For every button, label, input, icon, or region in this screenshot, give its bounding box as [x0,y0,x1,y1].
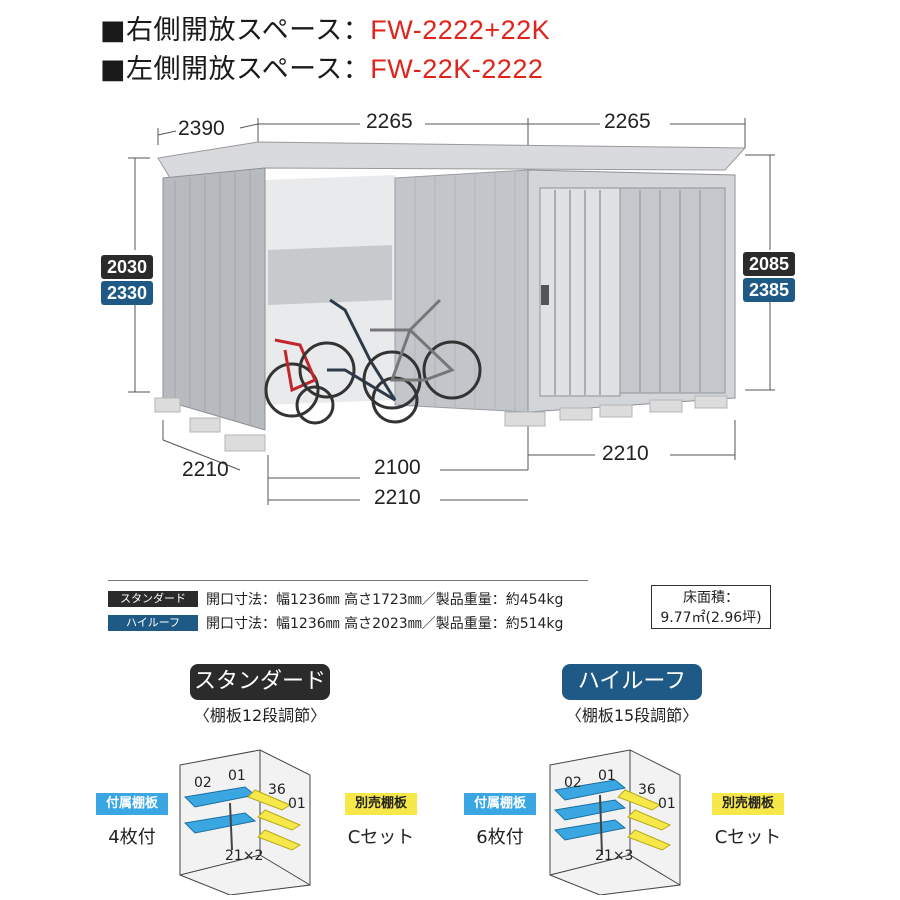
plan-high-note: 〈棚板15段調節〉 [565,706,699,725]
shelf-diagram-high [549,749,681,895]
spec-text-high: 開口寸法：幅1236㎜ 高さ2023㎜／製品重量：約514kg [206,616,564,632]
shelf-diagram-standard [179,749,311,895]
plan-standard-badge: スタンダード [190,664,330,700]
left-height-standard: 2030 [101,255,154,279]
dim-inner-width: 2100 [374,456,421,479]
left-open-title: ■左側開放スペース：FW-22K-2222 [100,47,543,86]
dim-outer-width: 2210 [374,486,421,509]
shed-illustration [128,118,775,505]
floor-area-box: 床面積： 9.77㎡(2.96坪) [651,585,771,629]
plan-high-badge: ハイルーフ [562,664,702,700]
right-open-model: FW-2222+22K [370,15,551,45]
std-label-01b: 01 [288,796,306,812]
spec-row-standard: スタンダード 開口寸法：幅1236㎜ 高さ1723㎜／製品重量：約454kg [108,587,598,611]
high-label-01: 01 [598,768,616,784]
floor-area-label: 床面積： [683,590,739,606]
std-included-count: 4枚付 [108,827,156,848]
right-open-title: ■右側開放スペース：FW-2222+22K [100,8,550,47]
spec-tag-high: ハイルーフ [108,615,198,631]
high-sold-set: Cセット [714,827,782,848]
high-label-01b: 01 [658,796,676,812]
plan-standard-note: 〈棚板12段調節〉 [193,706,327,725]
dim-closed-width-bottom: 2210 [602,442,649,465]
high-included-count: 6枚付 [476,827,524,848]
high-label-count: 21×3 [595,848,634,864]
right-height-high: 2385 [743,278,796,302]
std-label-01: 01 [228,768,246,784]
dim-depth-top: 2390 [178,117,225,140]
spec-table: スタンダード 開口寸法：幅1236㎜ 高さ1723㎜／製品重量：約454kg ハ… [108,587,598,635]
std-sold-set: Cセット [347,827,415,848]
spec-text-standard: 開口寸法：幅1236㎜ 高さ1723㎜／製品重量：約454kg [206,592,564,608]
std-included-tag: 付属棚板 [96,793,168,815]
left-height-high: 2330 [101,281,154,305]
high-label-36: 36 [638,782,656,798]
high-label-02: 02 [564,775,582,791]
std-label-count: 21×2 [225,848,264,864]
high-included-tag: 付属棚板 [464,793,536,815]
left-open-label: ■左側開放スペース： [100,54,371,85]
spec-divider [108,580,588,581]
left-open-model: FW-22K-2222 [370,54,544,84]
dim-width-open: 2265 [366,110,413,133]
std-sold-tag: 別売棚板 [345,793,417,815]
floor-area-value: 9.77㎡(2.96坪) [660,610,762,626]
dim-depth-bottom: 2210 [182,458,229,481]
dim-width-closed: 2265 [604,110,651,133]
spec-row-high: ハイルーフ 開口寸法：幅1236㎜ 高さ2023㎜／製品重量：約514kg [108,611,598,635]
std-label-02: 02 [194,775,212,791]
high-sold-tag: 別売棚板 [712,793,784,815]
spec-tag-standard: スタンダード [108,591,198,607]
right-open-label: ■右側開放スペース： [100,15,371,46]
right-height-standard: 2085 [743,252,796,276]
std-label-36: 36 [268,782,286,798]
